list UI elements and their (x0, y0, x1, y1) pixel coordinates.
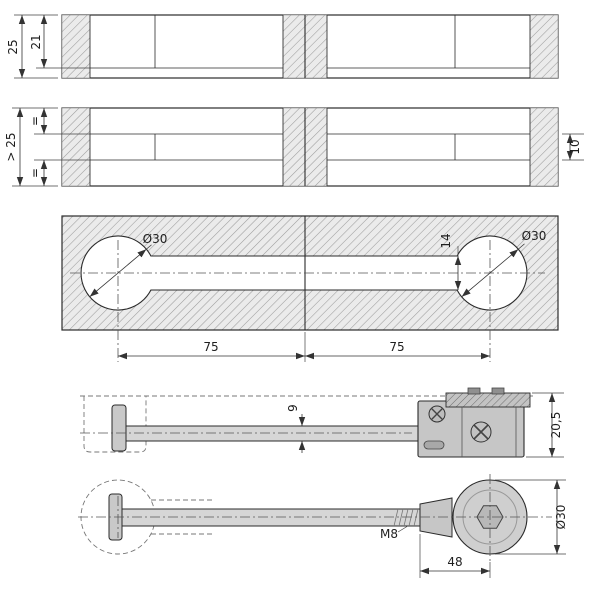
dim-label-slot-height: 10 (568, 139, 582, 154)
dim-label-cam-diameter: Ø30 (554, 505, 568, 530)
hatch-strip-right (529, 107, 559, 187)
hatched-panel-underside (62, 216, 558, 330)
extension-lines (419, 479, 566, 578)
bolt-head (111, 404, 127, 452)
housing-detail-lines (461, 407, 517, 457)
dim-label-shaft-height: 9 (286, 404, 300, 412)
view-plan-routing: Ø30 Ø30 14 75 75 (61, 215, 559, 362)
claw-tab-right (491, 387, 505, 395)
phillips-cross-icon (473, 424, 489, 440)
dim-label-cam-offset: 48 (447, 555, 462, 569)
claw-tab-left (467, 387, 481, 395)
thread-leader-line (397, 526, 408, 533)
hatch-strip-left (61, 107, 91, 187)
routing-cutout-outline (80, 235, 528, 311)
dim-label-recess-depth: 21 (29, 34, 43, 49)
dim-label-channel-width: 14 (439, 233, 453, 248)
view-plan-assembly: M8 Ø30 48 (78, 474, 568, 578)
hatch-strip-left (61, 14, 91, 79)
recess-lines (89, 15, 531, 78)
extension-lines (146, 243, 525, 362)
phillips-cross-icon (430, 407, 444, 421)
view-side-assembly: 9 20,5 (80, 387, 564, 458)
channel-hidden-lines (151, 499, 212, 535)
dim-label-equal-top: = (28, 116, 42, 126)
bolt-shaft (125, 425, 419, 442)
adjustment-slot (423, 440, 445, 450)
dim-label-thread: M8 (380, 527, 398, 541)
slot-lines (89, 108, 531, 186)
view-section-thin-panel: 25 21 (6, 14, 559, 79)
dim-label-total-thickness: 25 (6, 39, 20, 54)
extension-lines (526, 392, 564, 458)
bolt-shaft (121, 508, 421, 527)
cam-neck (419, 497, 453, 538)
diameter-arrow-right-hole (461, 248, 519, 298)
dim-label-span-left: 75 (203, 340, 218, 354)
dim-label-fitting-height: 20,5 (549, 412, 563, 439)
panel-outline (61, 215, 559, 331)
diameter-arrow-left-hole (89, 248, 147, 298)
dim-label-span-right: 75 (389, 340, 404, 354)
center-lines (78, 474, 552, 562)
dim-label-equal-bottom: = (28, 168, 42, 178)
dim-label-min-thickness: > 25 (4, 132, 18, 161)
extension-lines (12, 107, 584, 187)
thread-lines (393, 508, 419, 527)
hatch-strip-right (529, 14, 559, 79)
view-section-thick-panel: > 25 = = 10 (4, 107, 584, 187)
claw-plate (445, 392, 531, 408)
pocket-hidden-outline (83, 396, 147, 453)
dim-label-hole-right: Ø30 (522, 229, 547, 243)
dim-label-hole-left: Ø30 (143, 232, 168, 246)
